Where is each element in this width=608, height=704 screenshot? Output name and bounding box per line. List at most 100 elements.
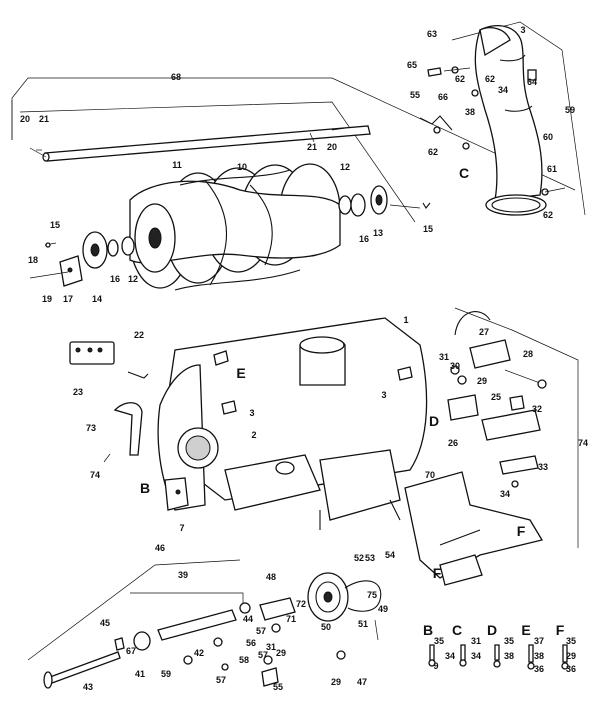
callout-c30: 30 xyxy=(450,361,460,371)
callout-c67: 67 xyxy=(126,646,136,656)
callout-c36a: 36 xyxy=(534,664,544,674)
callout-c29b: 29 xyxy=(276,648,286,658)
callout-c16b: 16 xyxy=(359,234,369,244)
callout-c26: 26 xyxy=(448,438,458,448)
auger-shaft xyxy=(29,125,371,162)
callout-c52: 52 xyxy=(354,553,364,563)
hardware-key xyxy=(428,644,569,670)
callout-c56: 56 xyxy=(246,638,256,648)
callout-c72: 72 xyxy=(296,599,306,609)
callout-c62a: 62 xyxy=(455,74,465,84)
shave-plate xyxy=(404,471,544,586)
callout-c39: 39 xyxy=(178,570,188,580)
callout-c35b: 35 xyxy=(504,636,514,646)
callout-c50: 50 xyxy=(321,622,331,632)
callout-c44: 44 xyxy=(243,614,253,624)
callout-c2: 2 xyxy=(251,430,256,440)
callout-c49: 49 xyxy=(378,604,388,614)
letter-E2: E xyxy=(521,622,530,638)
callout-c63: 63 xyxy=(427,29,437,39)
callout-c38a: 38 xyxy=(465,107,475,117)
callout-c9: 9 xyxy=(433,661,438,671)
letter-F3: F xyxy=(556,622,565,638)
callout-c31: 31 xyxy=(439,352,449,362)
callout-c57b: 57 xyxy=(258,650,268,660)
callout-c1: 1 xyxy=(403,315,408,325)
callout-c31c: 31 xyxy=(471,636,481,646)
callout-c15a: 15 xyxy=(50,220,60,230)
callout-c12b: 12 xyxy=(128,274,138,284)
callout-c74a: 74 xyxy=(578,438,588,448)
auger-housing xyxy=(157,317,428,530)
callout-c42: 42 xyxy=(194,648,204,658)
callout-c20a: 20 xyxy=(20,114,30,124)
callout-c71: 71 xyxy=(286,614,296,624)
callout-c46: 46 xyxy=(155,543,165,553)
callout-c13: 13 xyxy=(373,228,383,238)
callout-c65: 65 xyxy=(407,60,417,70)
callout-c51: 51 xyxy=(358,619,368,629)
callout-c27: 27 xyxy=(479,327,489,337)
callout-c21b: 21 xyxy=(307,142,317,152)
callout-c32: 32 xyxy=(532,404,542,414)
callout-c62c: 62 xyxy=(428,147,438,157)
callout-c18: 18 xyxy=(28,255,38,265)
callout-c41: 41 xyxy=(135,669,145,679)
callout-c57c: 57 xyxy=(216,675,226,685)
callout-c70: 70 xyxy=(425,470,435,480)
right-bearing-parts xyxy=(338,185,431,217)
callout-c17: 17 xyxy=(63,294,73,304)
callout-c62b: 62 xyxy=(485,74,495,84)
callout-c36b: 36 xyxy=(566,664,576,674)
bracket-assembly xyxy=(447,307,579,548)
letter-E1: E xyxy=(236,365,245,381)
callout-c34d: 34 xyxy=(471,651,481,661)
auger-spiral xyxy=(129,163,341,291)
callout-c15b: 15 xyxy=(423,224,433,234)
callout-c37: 37 xyxy=(534,636,544,646)
callout-c19: 19 xyxy=(42,294,52,304)
callout-c59b: 59 xyxy=(161,669,171,679)
callout-c34a: 34 xyxy=(498,85,508,95)
callout-c12a: 12 xyxy=(340,162,350,172)
callout-c54: 54 xyxy=(385,550,395,560)
callout-c43: 43 xyxy=(83,682,93,692)
callout-c53: 53 xyxy=(365,553,375,563)
callout-c11: 11 xyxy=(172,160,182,170)
callout-c35c: 35 xyxy=(566,636,576,646)
callout-c29c: 29 xyxy=(331,677,341,687)
callout-c3c: 3 xyxy=(249,408,254,418)
callout-c34b: 34 xyxy=(500,489,510,499)
callout-c3b: 3 xyxy=(381,390,386,400)
letter-C1: C xyxy=(459,165,469,181)
callout-c66: 66 xyxy=(438,92,448,102)
auger-assembly-outline xyxy=(11,77,576,223)
callout-c55b: 55 xyxy=(273,682,283,692)
callout-c60: 60 xyxy=(543,132,553,142)
callout-c38b: 38 xyxy=(504,651,514,661)
letter-F1: F xyxy=(517,523,526,539)
callout-c64: 64 xyxy=(527,77,537,87)
letter-B1: B xyxy=(140,480,150,496)
callout-c73: 73 xyxy=(86,423,96,433)
callout-c33: 33 xyxy=(538,462,548,472)
callout-c62d: 62 xyxy=(543,210,553,220)
callout-c25: 25 xyxy=(491,392,501,402)
callout-c28: 28 xyxy=(523,349,533,359)
callout-c61: 61 xyxy=(547,164,557,174)
callout-c14: 14 xyxy=(92,294,102,304)
letter-D1: D xyxy=(429,413,439,429)
callout-c35a: 35 xyxy=(434,636,444,646)
callout-c16a: 16 xyxy=(110,274,120,284)
left-bearing-parts xyxy=(29,231,135,287)
callout-c20b: 20 xyxy=(327,142,337,152)
left-small-parts xyxy=(69,341,149,463)
callout-c58: 58 xyxy=(239,655,249,665)
drive-assembly xyxy=(27,559,382,689)
callout-c23: 23 xyxy=(73,387,83,397)
callout-c29d: 29 xyxy=(566,651,576,661)
letter-C2: C xyxy=(452,622,462,638)
